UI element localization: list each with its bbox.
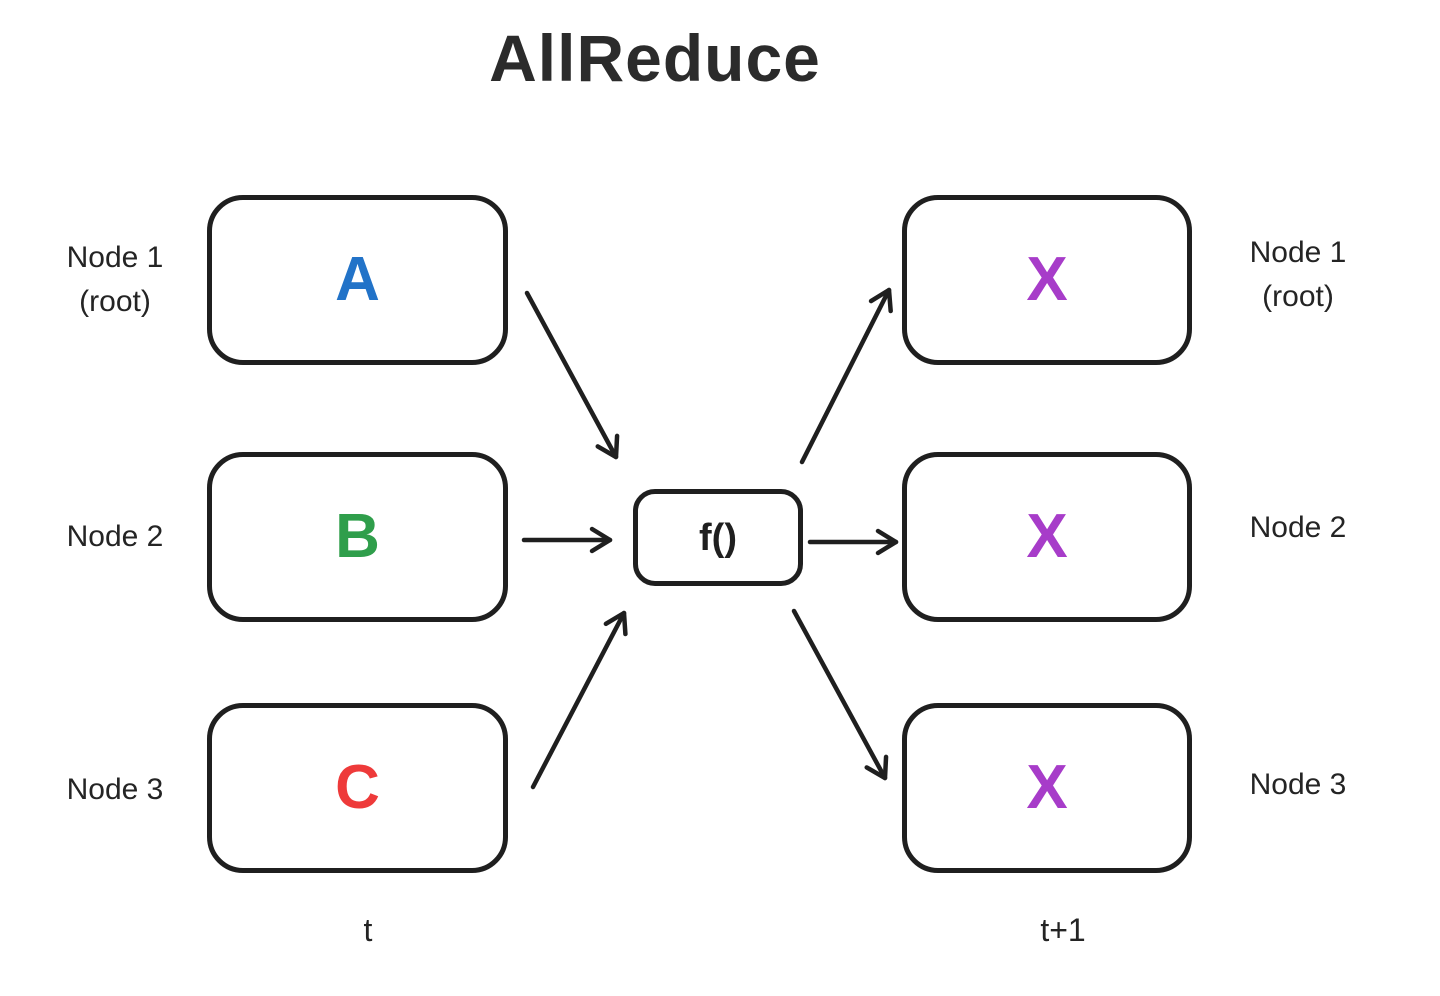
time-label-t-plus-1: t+1 [1040, 912, 1086, 948]
left-node-3-label-line1: Node 3 [66, 773, 164, 806]
time-label-t: t [363, 912, 373, 948]
arrow-f-to-node3 [791, 608, 889, 781]
left-node-3-label: Node 3 [20, 768, 210, 812]
right-node-2-box: X [902, 452, 1192, 622]
left-node-2-label: Node 2 [20, 515, 210, 559]
left-node-3-value: C [335, 753, 380, 822]
right-node-3-label-line1: Node 3 [1249, 768, 1347, 801]
left-node-1-label-line1: Node 1 [66, 241, 164, 274]
right-node-1-label-line1: Node 1 [1249, 236, 1347, 269]
left-node-2-label-line1: Node 2 [66, 520, 164, 553]
left-node-1-label: Node 1 (root) [20, 236, 210, 324]
right-node-2-label-line1: Node 2 [1249, 511, 1347, 544]
function-label: f() [699, 516, 737, 559]
right-node-1-label: Node 1 (root) [1203, 231, 1393, 319]
left-node-2-box: B [207, 452, 508, 622]
right-node-2-value: X [1026, 502, 1068, 571]
arrow-f-to-node1 [799, 287, 893, 465]
diagram-title: AllReduce [489, 21, 821, 95]
arrow-node3-to-f [530, 610, 628, 790]
left-node-3-box: C [207, 703, 508, 873]
right-node-3-value: X [1026, 753, 1068, 822]
left-node-1-value: A [335, 245, 380, 314]
right-node-2-label: Node 2 [1203, 506, 1393, 550]
right-node-1-label-line2: (root) [1262, 280, 1334, 313]
arrow-node1-to-f [524, 290, 620, 460]
left-node-1-box: A [207, 195, 508, 365]
right-node-3-box: X [902, 703, 1192, 873]
function-box: f() [633, 489, 803, 586]
left-node-1-label-line2: (root) [79, 285, 151, 318]
right-node-1-value: X [1026, 245, 1068, 314]
right-node-3-label: Node 3 [1203, 763, 1393, 807]
left-node-2-value: B [335, 502, 380, 571]
right-node-1-box: X [902, 195, 1192, 365]
